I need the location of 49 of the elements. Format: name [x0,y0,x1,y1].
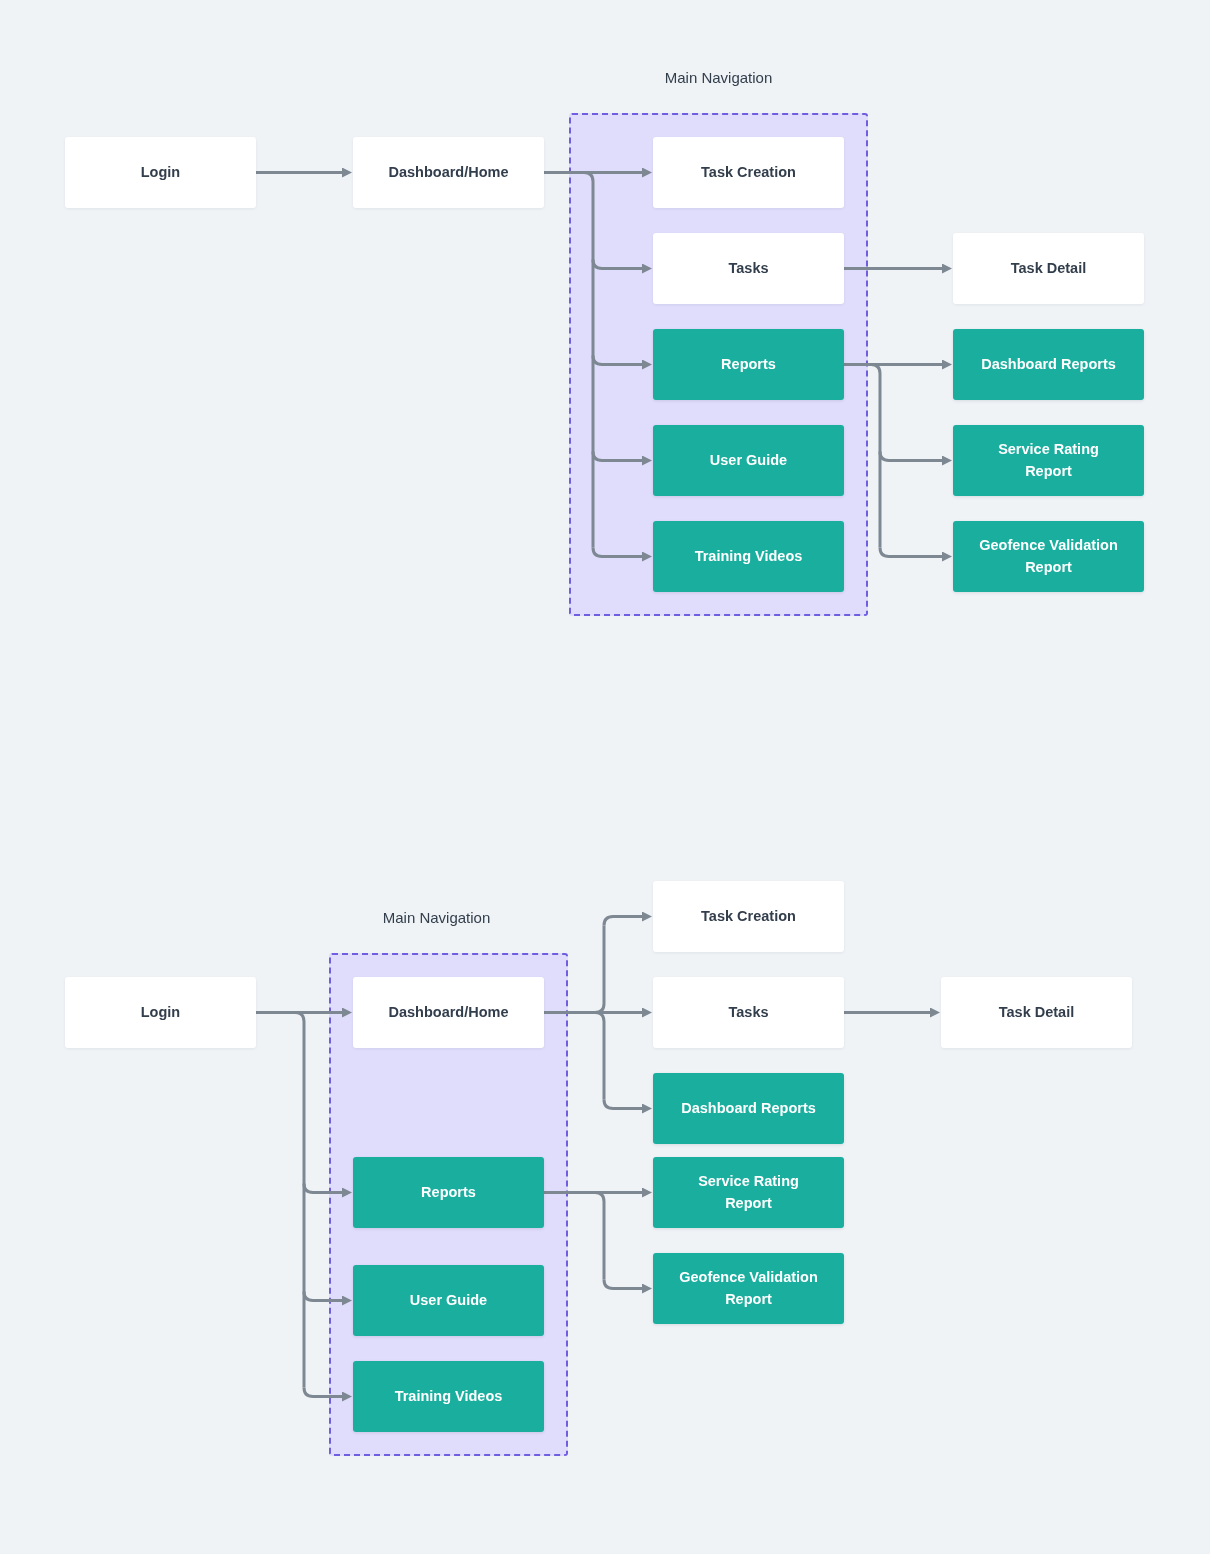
group-heading: Main Navigation [382,909,491,926]
connector-arrow [591,547,652,562]
connector-arrow [844,1007,940,1018]
screen-box: Training Videos [353,1361,544,1432]
connector-line [256,1011,306,1388]
screen-box: Training Videos [653,521,844,592]
connector-arrow [302,1291,352,1306]
connector-arrow [595,1187,652,1198]
screen-box: Geofence Validation Report [653,1253,844,1324]
screen-box: Dashboard Reports [953,329,1144,400]
screen-box: Dashboard/Home [353,137,544,208]
connector-arrow [591,259,652,274]
screen-box: Tasks [653,977,844,1048]
connector-arrow [256,167,352,178]
screen-box: Reports [653,329,844,400]
connector-arrow [878,547,952,562]
connector-arrow [602,1099,652,1114]
connector-arrow [591,451,652,466]
connector-arrow [844,263,952,274]
connector-arrow [871,359,952,370]
connector-line [544,171,595,548]
screen-box: Login [65,137,256,208]
screen-box: Dashboard/Home [353,977,544,1048]
connector-line [844,363,882,548]
screen-box: Service Rating Report [653,1157,844,1228]
screen-box: Login [65,977,256,1048]
screen-box: Task Creation [653,881,844,952]
connector-line [542,924,606,1101]
connector-arrow [584,167,652,178]
connector-line [544,1191,606,1280]
connector-arrow [602,911,652,926]
group-heading: Main Navigation [664,69,773,86]
screen-box: Geofence Validation Report [953,521,1144,592]
screen-box: User Guide [653,425,844,496]
screen-box: Task Creation [653,137,844,208]
connector-arrow [878,451,952,466]
screen-box: Service Rating Report [953,425,1144,496]
connector-arrow [302,1183,352,1198]
screen-box: Task Detail [941,977,1132,1048]
connector-arrow [302,1387,352,1402]
connector-arrow [295,1007,352,1018]
screen-box: Dashboard Reports [653,1073,844,1144]
screen-box: Tasks [653,233,844,304]
connector-arrow [595,1007,652,1018]
connector-arrow [591,355,652,370]
screen-box: User Guide [353,1265,544,1336]
screen-box: Task Detail [953,233,1144,304]
connector-arrow [602,1279,652,1294]
screen-box: Reports [353,1157,544,1228]
